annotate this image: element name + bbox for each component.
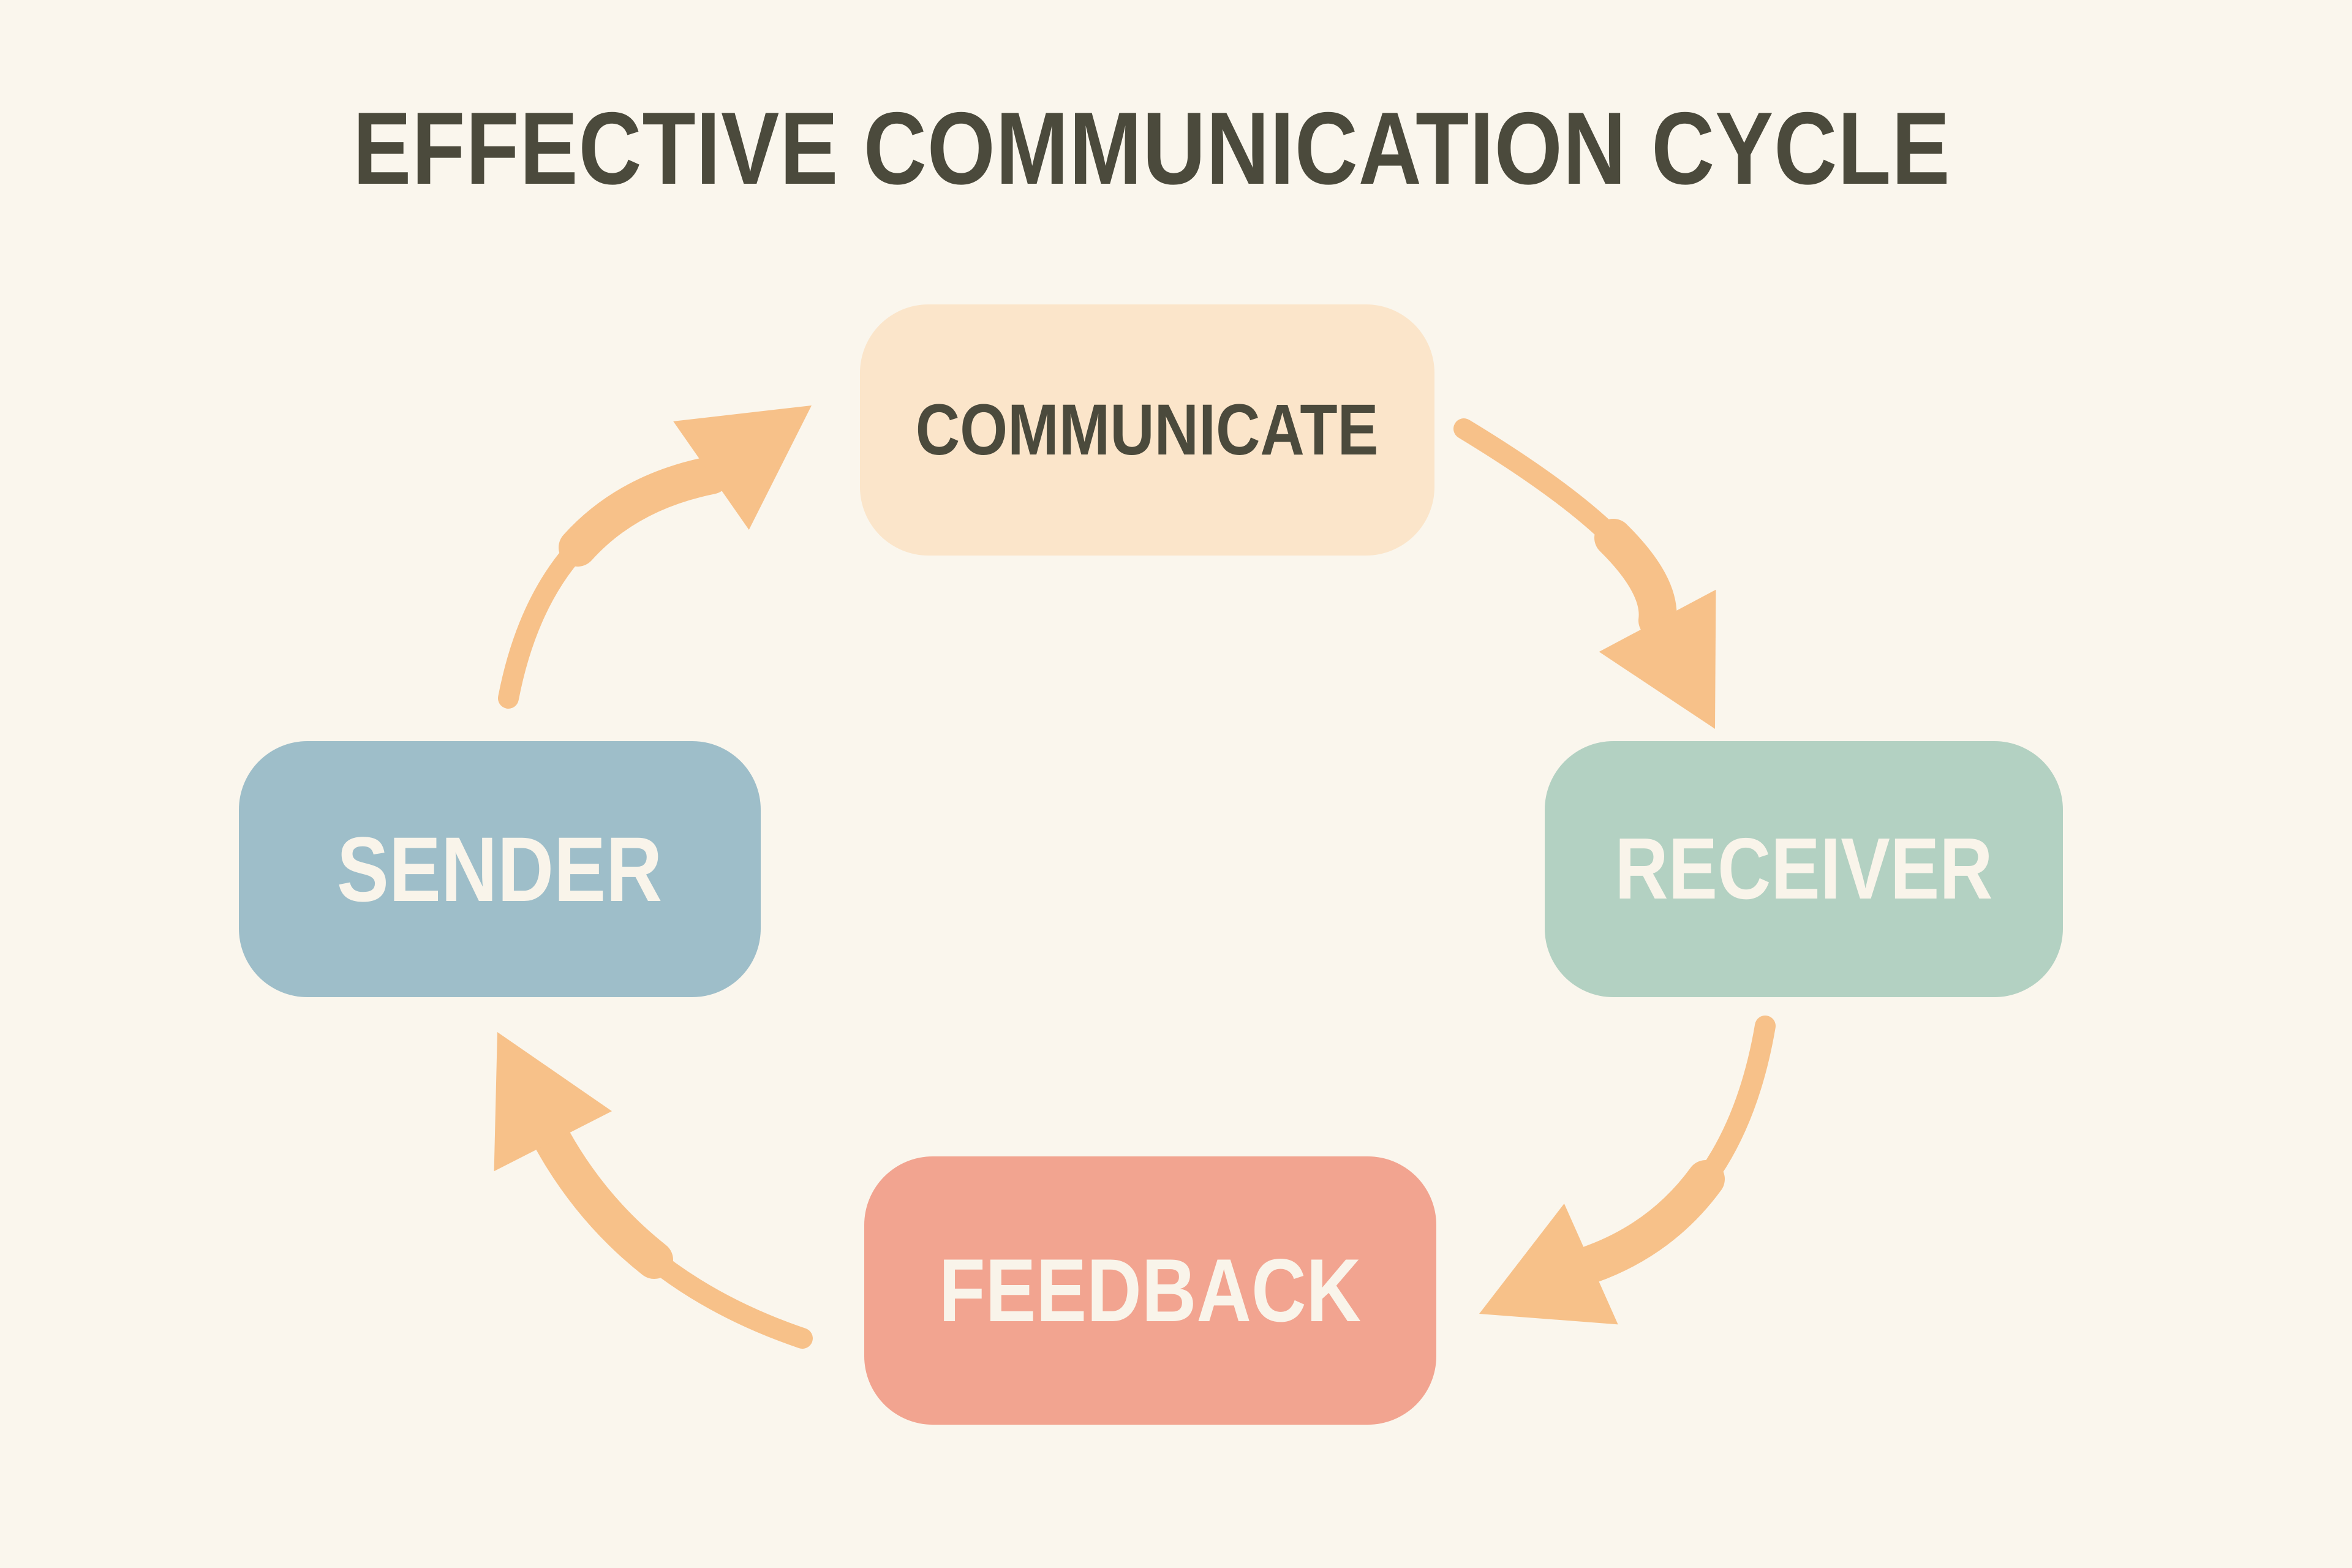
node-receiver-label: RECEIVER: [1615, 820, 1993, 918]
arrow-feedback-to-sender-icon: [494, 1032, 813, 1349]
node-feedback: FEEDBACK: [864, 1156, 1436, 1425]
node-feedback-label: FEEDBACK: [939, 1240, 1362, 1340]
node-receiver: RECEIVER: [1545, 741, 2063, 997]
node-communicate: COMMUNICATE: [860, 304, 1434, 556]
node-communicate-label: COMMUNICATE: [916, 390, 1379, 470]
node-sender: SENDER: [239, 741, 761, 997]
page-title-text: EFFECTIVE COMMUNICATION CYCLE: [352, 91, 1951, 206]
node-sender-label: SENDER: [337, 818, 663, 921]
page-title: EFFECTIVE COMMUNICATION CYCLE: [0, 97, 2303, 200]
arrow-communicate-to-receiver-icon: [1453, 418, 1716, 729]
arrow-sender-to-communicate-icon: [498, 405, 812, 709]
arrow-receiver-to-feedback-icon: [1479, 1016, 1776, 1325]
